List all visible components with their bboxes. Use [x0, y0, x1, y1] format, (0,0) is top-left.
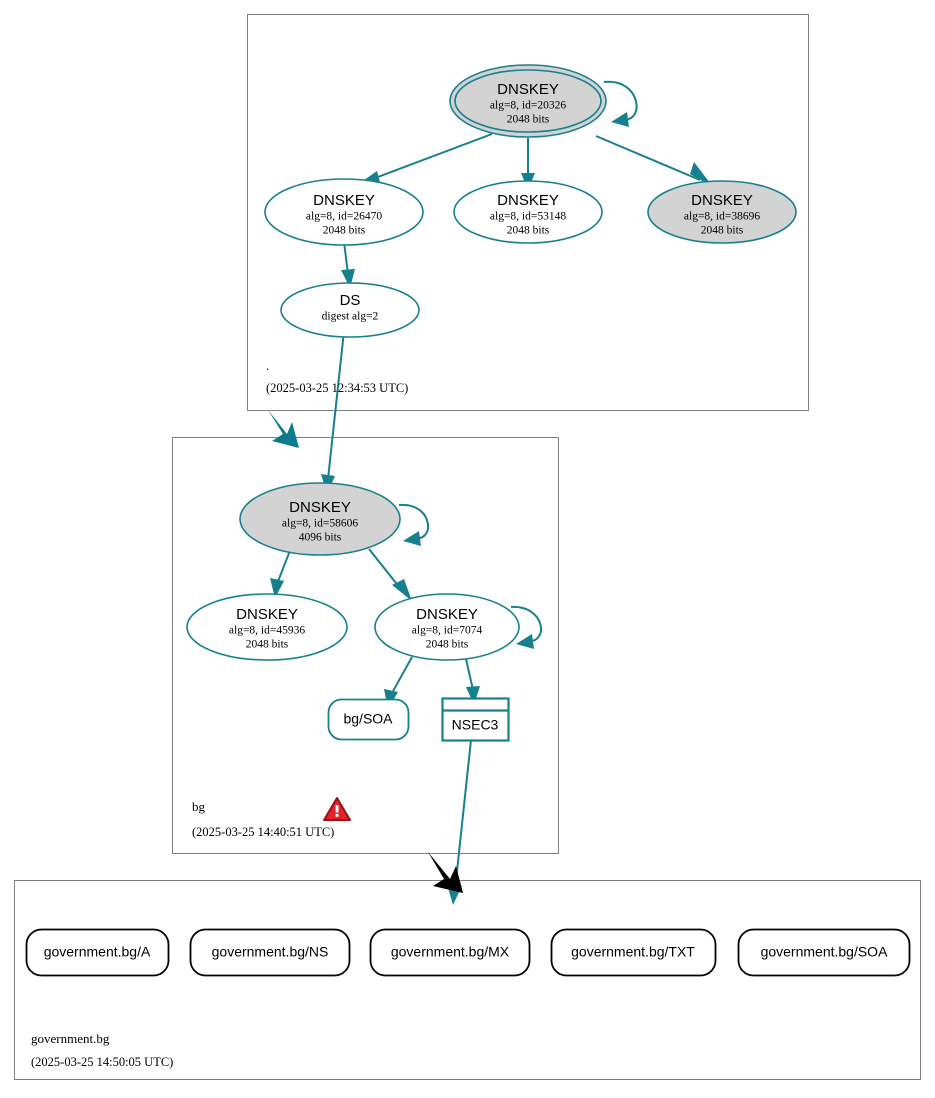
edge-bg-zsk-7074-to-nsec3 — [465, 658, 480, 705]
node-params: digest alg=2 — [322, 311, 379, 323]
node-dnskey-bg-zsk-7074[interactable]: DNSKEY alg=8, id=7074 2048 bits — [374, 593, 520, 661]
node-rrset-government-bg-txt[interactable]: government.bg/TXT — [550, 928, 717, 977]
zone-box-root — [247, 14, 809, 411]
node-bits: 2048 bits — [246, 639, 289, 651]
zone-box-government-bg — [14, 880, 921, 1080]
node-dnskey-root-zsk-26470[interactable]: DNSKEY alg=8, id=26470 2048 bits — [264, 178, 424, 246]
node-rrset-government-bg-ns[interactable]: government.bg/NS — [189, 928, 351, 977]
node-title: government.bg/A — [44, 944, 151, 960]
node-dnskey-root-zsk-38696[interactable]: DNSKEY alg=8, id=38696 2048 bits — [647, 180, 797, 244]
node-bits: 2048 bits — [323, 225, 366, 237]
node-bits: 2048 bits — [507, 225, 550, 237]
node-title: government.bg/SOA — [761, 944, 889, 960]
node-title: DNSKEY — [313, 192, 375, 209]
node-title: DNSKEY — [497, 192, 559, 209]
edge-bg-zsk-7074-self-sign — [510, 605, 542, 649]
node-nsec3-bg[interactable]: NSEC3 — [441, 697, 510, 742]
node-ds-root[interactable]: DS digest alg=2 — [280, 282, 420, 338]
node-rrset-government-bg-a[interactable]: government.bg/A — [25, 928, 170, 977]
node-bits: 2048 bits — [507, 114, 550, 126]
node-params: alg=8, id=45936 — [229, 625, 305, 637]
zone-label-government-bg: government.bg — [31, 1031, 110, 1046]
node-title: DNSKEY — [497, 81, 559, 98]
node-title: DNSKEY — [289, 499, 351, 516]
edge-root-zsk-26470-to-ds — [341, 241, 355, 288]
node-title: DNSKEY — [691, 192, 753, 209]
node-bits: 2048 bits — [701, 225, 744, 237]
delegation-arrow-bg-to-government-bg-insecure — [428, 852, 463, 893]
node-rrset-government-bg-mx[interactable]: government.bg/MX — [369, 928, 531, 977]
node-title: DNSKEY — [416, 606, 478, 623]
node-rrset-government-bg-soa[interactable]: government.bg/SOA — [737, 928, 911, 977]
edge-root-ksk-to-zsk-26470 — [357, 133, 493, 186]
node-params: alg=8, id=20326 — [490, 100, 566, 112]
zone-label-bg: bg — [192, 799, 206, 814]
zone-box-bg — [172, 437, 559, 854]
node-params: alg=8, id=26470 — [306, 211, 382, 223]
node-dnskey-root-zsk-53148[interactable]: DNSKEY alg=8, id=53148 2048 bits — [453, 180, 603, 244]
node-title: government.bg/NS — [212, 944, 329, 960]
node-params: alg=8, id=53148 — [490, 211, 566, 223]
zone-timestamp-root: (2025-03-25 12:34:53 UTC) — [266, 381, 408, 395]
node-dnskey-root-ksk-20326[interactable]: DNSKEY alg=8, id=20326 2048 bits — [449, 64, 607, 138]
node-title: bg/SOA — [343, 711, 393, 727]
node-title: DS — [340, 292, 361, 309]
zone-timestamp-bg: (2025-03-25 14:40:51 UTC) — [192, 825, 334, 839]
edge-root-ds-to-bg-ksk — [321, 330, 345, 494]
node-dnskey-bg-zsk-45936[interactable]: DNSKEY alg=8, id=45936 2048 bits — [186, 593, 348, 661]
node-title: NSEC3 — [452, 717, 499, 733]
node-rrset-bg-soa[interactable]: bg/SOA — [327, 698, 410, 741]
zone-timestamp-government-bg: (2025-03-25 14:50:05 UTC) — [31, 1055, 173, 1069]
node-params: alg=8, id=58606 — [282, 518, 358, 530]
node-title: government.bg/MX — [391, 944, 510, 960]
edge-root-ksk-to-zsk-38696 — [595, 135, 713, 187]
node-title: DNSKEY — [236, 606, 298, 623]
warning-triangle-icon[interactable] — [323, 797, 351, 821]
zone-label-root: . — [266, 358, 269, 373]
node-bits: 2048 bits — [426, 639, 469, 651]
node-title: government.bg/TXT — [571, 944, 695, 960]
node-params: alg=8, id=38696 — [684, 211, 760, 223]
node-dnskey-bg-ksk-58606[interactable]: DNSKEY alg=8, id=58606 4096 bits — [239, 482, 401, 556]
node-params: alg=8, id=7074 — [412, 625, 483, 637]
edge-bg-ksk-to-zsk-7074 — [368, 548, 412, 601]
node-bits: 4096 bits — [299, 532, 342, 544]
edge-bg-ksk-self-sign — [398, 503, 430, 546]
edge-root-ksk-self-sign — [603, 80, 638, 127]
delegation-arrow-root-to-bg — [268, 410, 299, 448]
edge-bg-ksk-to-zsk-45936 — [270, 547, 292, 598]
